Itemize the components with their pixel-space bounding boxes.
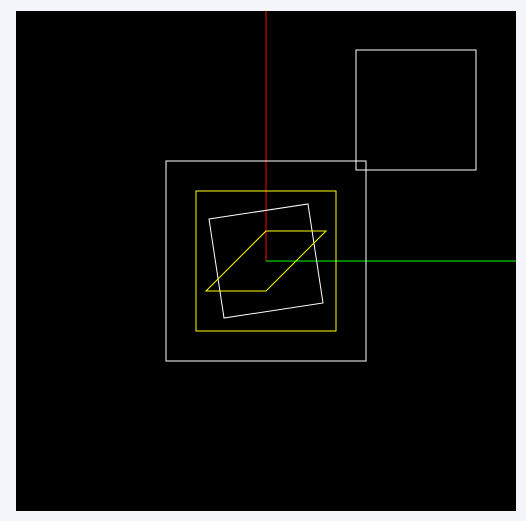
rotated-white-square [208, 203, 324, 319]
outer-white-square [165, 160, 367, 362]
top-right-white-square [355, 49, 477, 171]
yellow-parallelogram [204, 230, 328, 292]
drawing-canvas[interactable] [16, 11, 516, 511]
yellow-square [195, 190, 337, 332]
canvas-svg [165, 11, 516, 362]
